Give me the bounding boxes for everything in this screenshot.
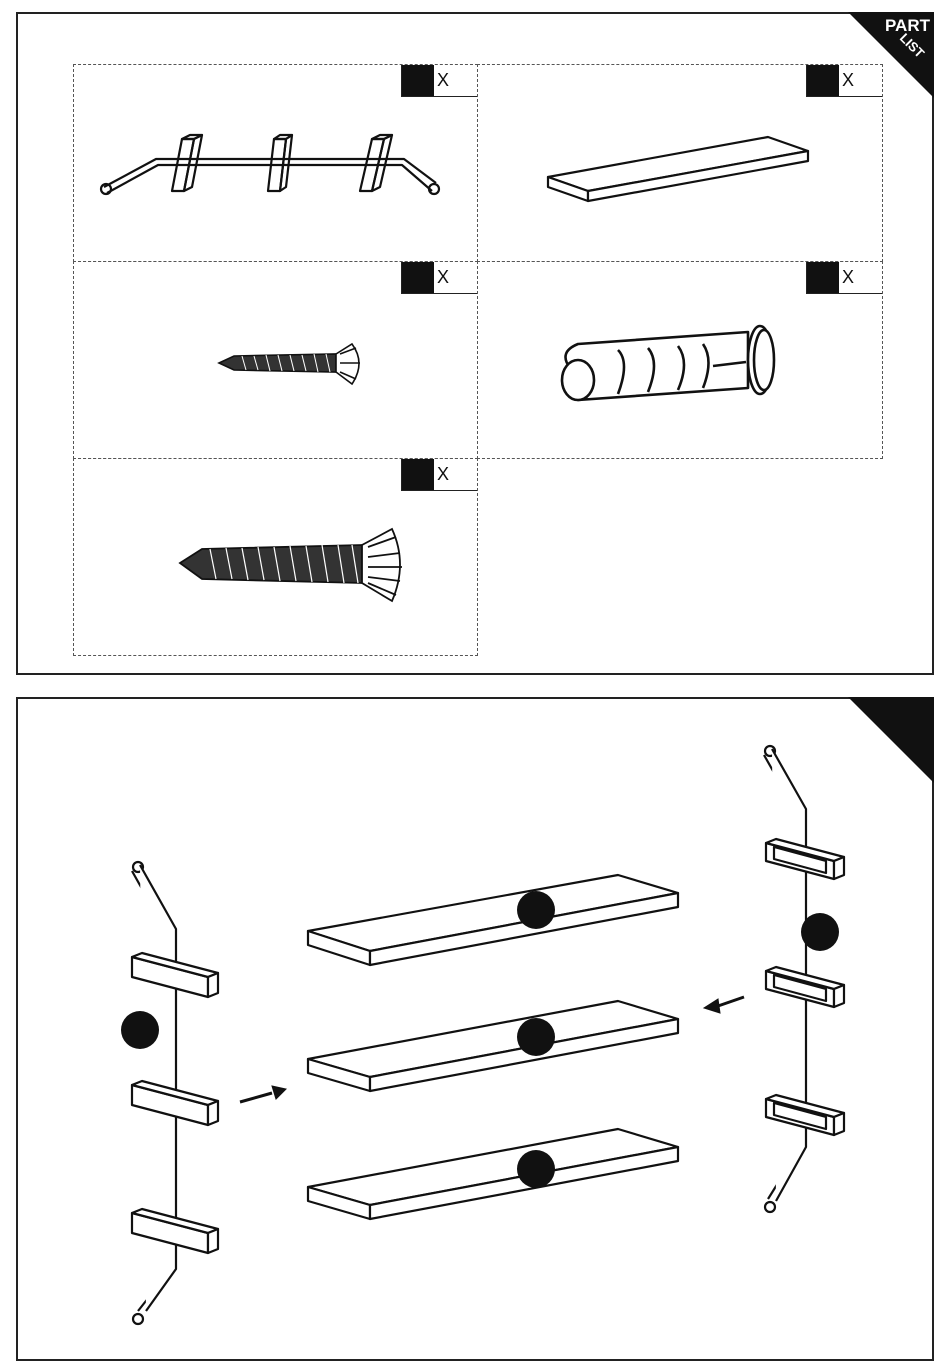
part-cell-screw-small: X (73, 261, 478, 459)
screw-small-drawing (74, 262, 479, 460)
callout-shelf-1 (517, 891, 555, 929)
shelf-board-drawing (478, 65, 884, 263)
assembly-panel (16, 697, 934, 1361)
left-bracket (132, 862, 218, 1324)
callout-right-bracket (801, 913, 839, 951)
shelves (308, 875, 678, 1219)
arrow-from-right (704, 997, 744, 1013)
wall-plug-drawing (478, 262, 884, 460)
part-cell-screw-large: X (73, 458, 478, 656)
part-cell-wall-plug: X (477, 261, 883, 459)
right-bracket (764, 746, 844, 1212)
bracket-drawing (74, 65, 479, 263)
part-list-panel: PART LIST X (16, 12, 934, 675)
arrow-to-shelves (240, 1086, 286, 1102)
part-cell-bracket: X (73, 64, 478, 262)
part-cell-shelf-board: X (477, 64, 883, 262)
assembly-drawing (18, 699, 936, 1363)
screw-large-drawing (74, 459, 479, 657)
callout-shelf-2 (517, 1018, 555, 1056)
callout-shelf-3 (517, 1150, 555, 1188)
callout-left-bracket (121, 1011, 159, 1049)
